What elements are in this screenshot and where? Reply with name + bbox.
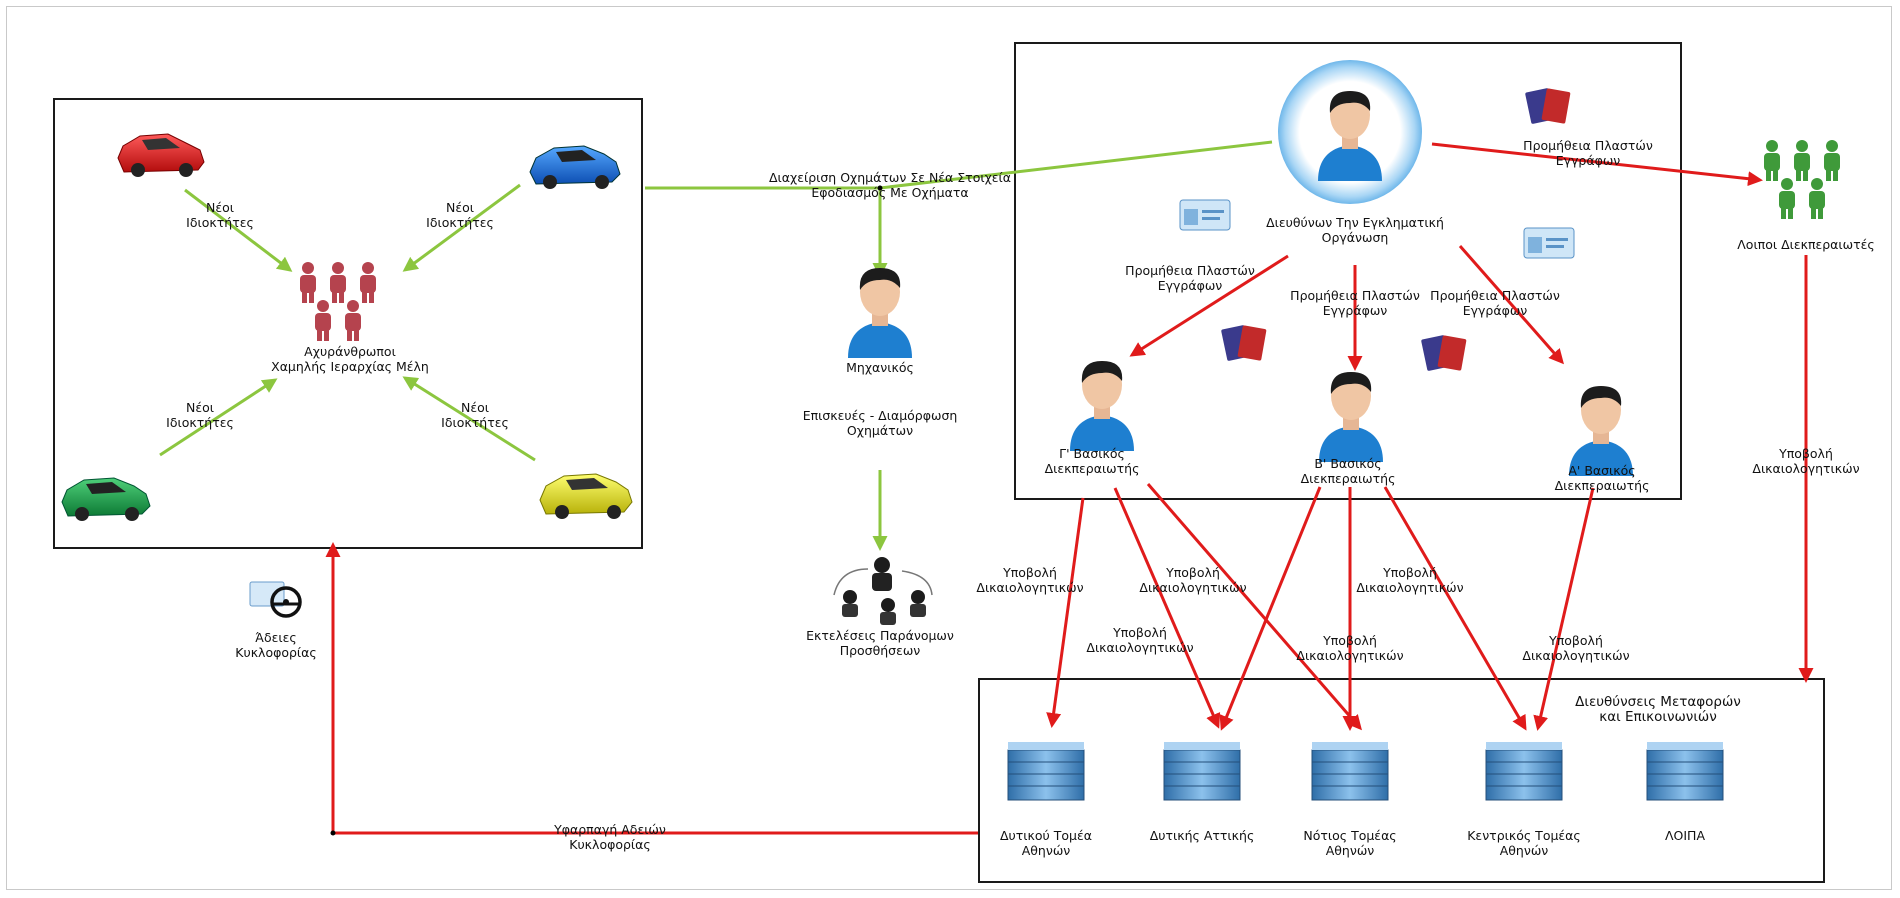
new-owner-arrow-blue-car <box>402 183 521 272</box>
supply-arrow-other-brokers <box>1431 142 1763 187</box>
building-icon <box>1485 742 1563 801</box>
new-owner-arrow-red-car <box>184 188 293 272</box>
organization-box <box>1014 42 1682 500</box>
person-icon <box>1070 361 1134 451</box>
submit-arrow-c-south <box>1146 483 1362 731</box>
passport-icon <box>1525 88 1571 124</box>
car-icon <box>539 473 633 519</box>
building-icon <box>1646 742 1724 801</box>
submit-arrow-a-central <box>1533 487 1595 731</box>
building-icon <box>1311 742 1389 801</box>
submit-arrow-b-westattica <box>1219 486 1322 731</box>
building-icon <box>1007 742 1085 801</box>
office-label: Δυτικής Αττικής <box>1149 828 1255 843</box>
new-owner-arrow-yellow-car <box>402 376 536 462</box>
owners-box <box>53 98 643 549</box>
steering-wheel-icon <box>249 581 302 618</box>
person-icon <box>848 268 912 358</box>
office-label: ΛΟΙΠΑ <box>1664 828 1706 843</box>
person-icon <box>1319 372 1383 462</box>
supply-arrow-broker-c <box>1129 254 1289 357</box>
car-icon <box>61 477 151 521</box>
group-icon <box>300 262 376 341</box>
diagram-frame <box>6 6 1892 890</box>
junction-dot <box>877 185 883 191</box>
junction-dot <box>330 830 336 836</box>
person-icon <box>1318 91 1382 181</box>
person-icon <box>1569 386 1633 476</box>
id-card-icon <box>1179 199 1231 231</box>
transport-box <box>978 678 1825 883</box>
id-card-icon <box>1523 227 1575 259</box>
submit-arrow-c-westattica <box>1113 487 1221 729</box>
submit-arrow-b-central <box>1383 486 1527 731</box>
mechanic-label: Μηχανικός <box>846 360 914 375</box>
group-icon <box>833 557 933 625</box>
new-owner-arrow-green-car <box>159 378 278 457</box>
group-icon <box>1764 140 1840 219</box>
car-icon <box>529 145 621 189</box>
supply-arrow-broker-a <box>1458 245 1564 365</box>
car-icon <box>117 133 205 177</box>
submit-arrow-c-west <box>1046 497 1085 728</box>
passport-icon <box>1421 335 1467 371</box>
building-icon <box>1163 742 1241 801</box>
other-brokers-label: Λοιποι Διεκπεραιωτές <box>1737 237 1875 252</box>
passport-icon <box>1221 325 1267 361</box>
